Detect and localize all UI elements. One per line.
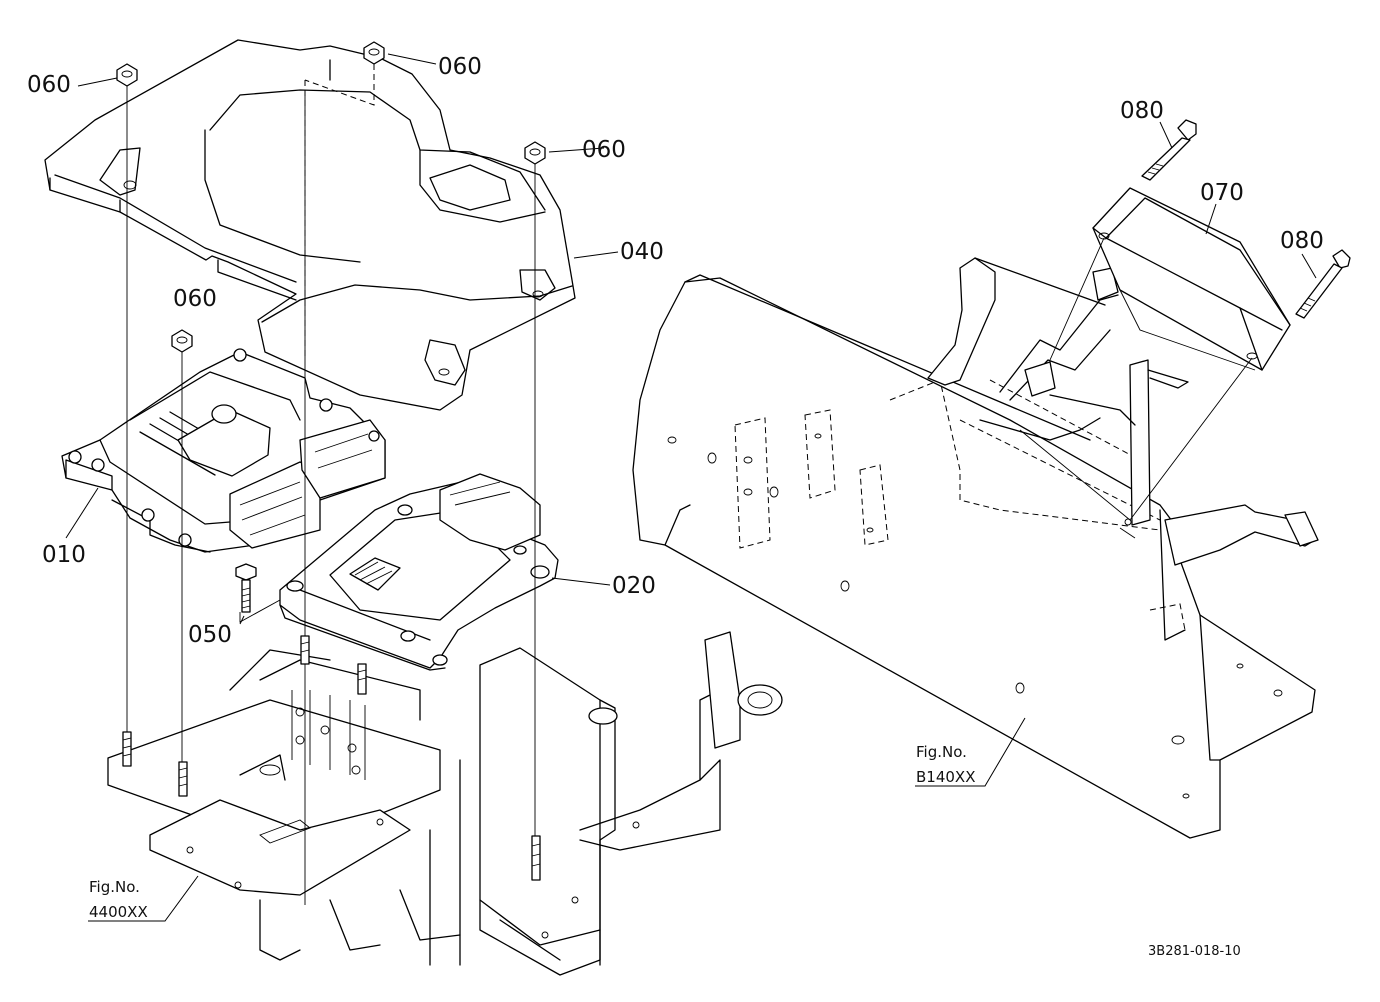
- drawing-id: 3B281-018-10: [1148, 944, 1241, 959]
- callout-070: 070: [1200, 180, 1244, 206]
- fig-ref-left-caption: Fig.No.: [89, 878, 140, 896]
- ecu-cover-040: [44, 39, 576, 411]
- studs: [122, 635, 541, 881]
- flange-nuts-060: [116, 41, 546, 353]
- callout-080-right: 080: [1280, 228, 1324, 254]
- callout-080-top: 080: [1120, 98, 1164, 124]
- leader-lines: [65, 53, 1317, 922]
- fig-ref-right-caption: Fig.No.: [916, 743, 967, 761]
- ecu-unit-010: [61, 348, 386, 553]
- callout-labels: 060 060 060 060 040 010 020 050 080 070 …: [27, 54, 1324, 648]
- callout-020: 020: [612, 573, 656, 599]
- callout-060-top-center: 060: [438, 54, 482, 80]
- lower-frame: [107, 631, 783, 976]
- callout-060-top-left: 060: [27, 72, 71, 98]
- module-box-070: [1049, 187, 1291, 521]
- ecu-plate-020: [279, 473, 559, 671]
- callout-050: 050: [188, 622, 232, 648]
- bolts-080: [1141, 119, 1351, 319]
- bolt-050: [235, 563, 257, 613]
- assembly-lines-left: [126, 64, 536, 905]
- callout-060-ecu: 060: [173, 286, 217, 312]
- callout-010: 010: [42, 542, 86, 568]
- fig-ref-right-number: B140XX: [916, 768, 975, 786]
- figure-references: Fig.No. 4400XX Fig.No. B140XX: [89, 743, 975, 921]
- callout-060-right: 060: [582, 137, 626, 163]
- panel-assembly-right: [632, 257, 1319, 839]
- fig-ref-left-number: 4400XX: [89, 903, 148, 921]
- callout-040: 040: [620, 239, 664, 265]
